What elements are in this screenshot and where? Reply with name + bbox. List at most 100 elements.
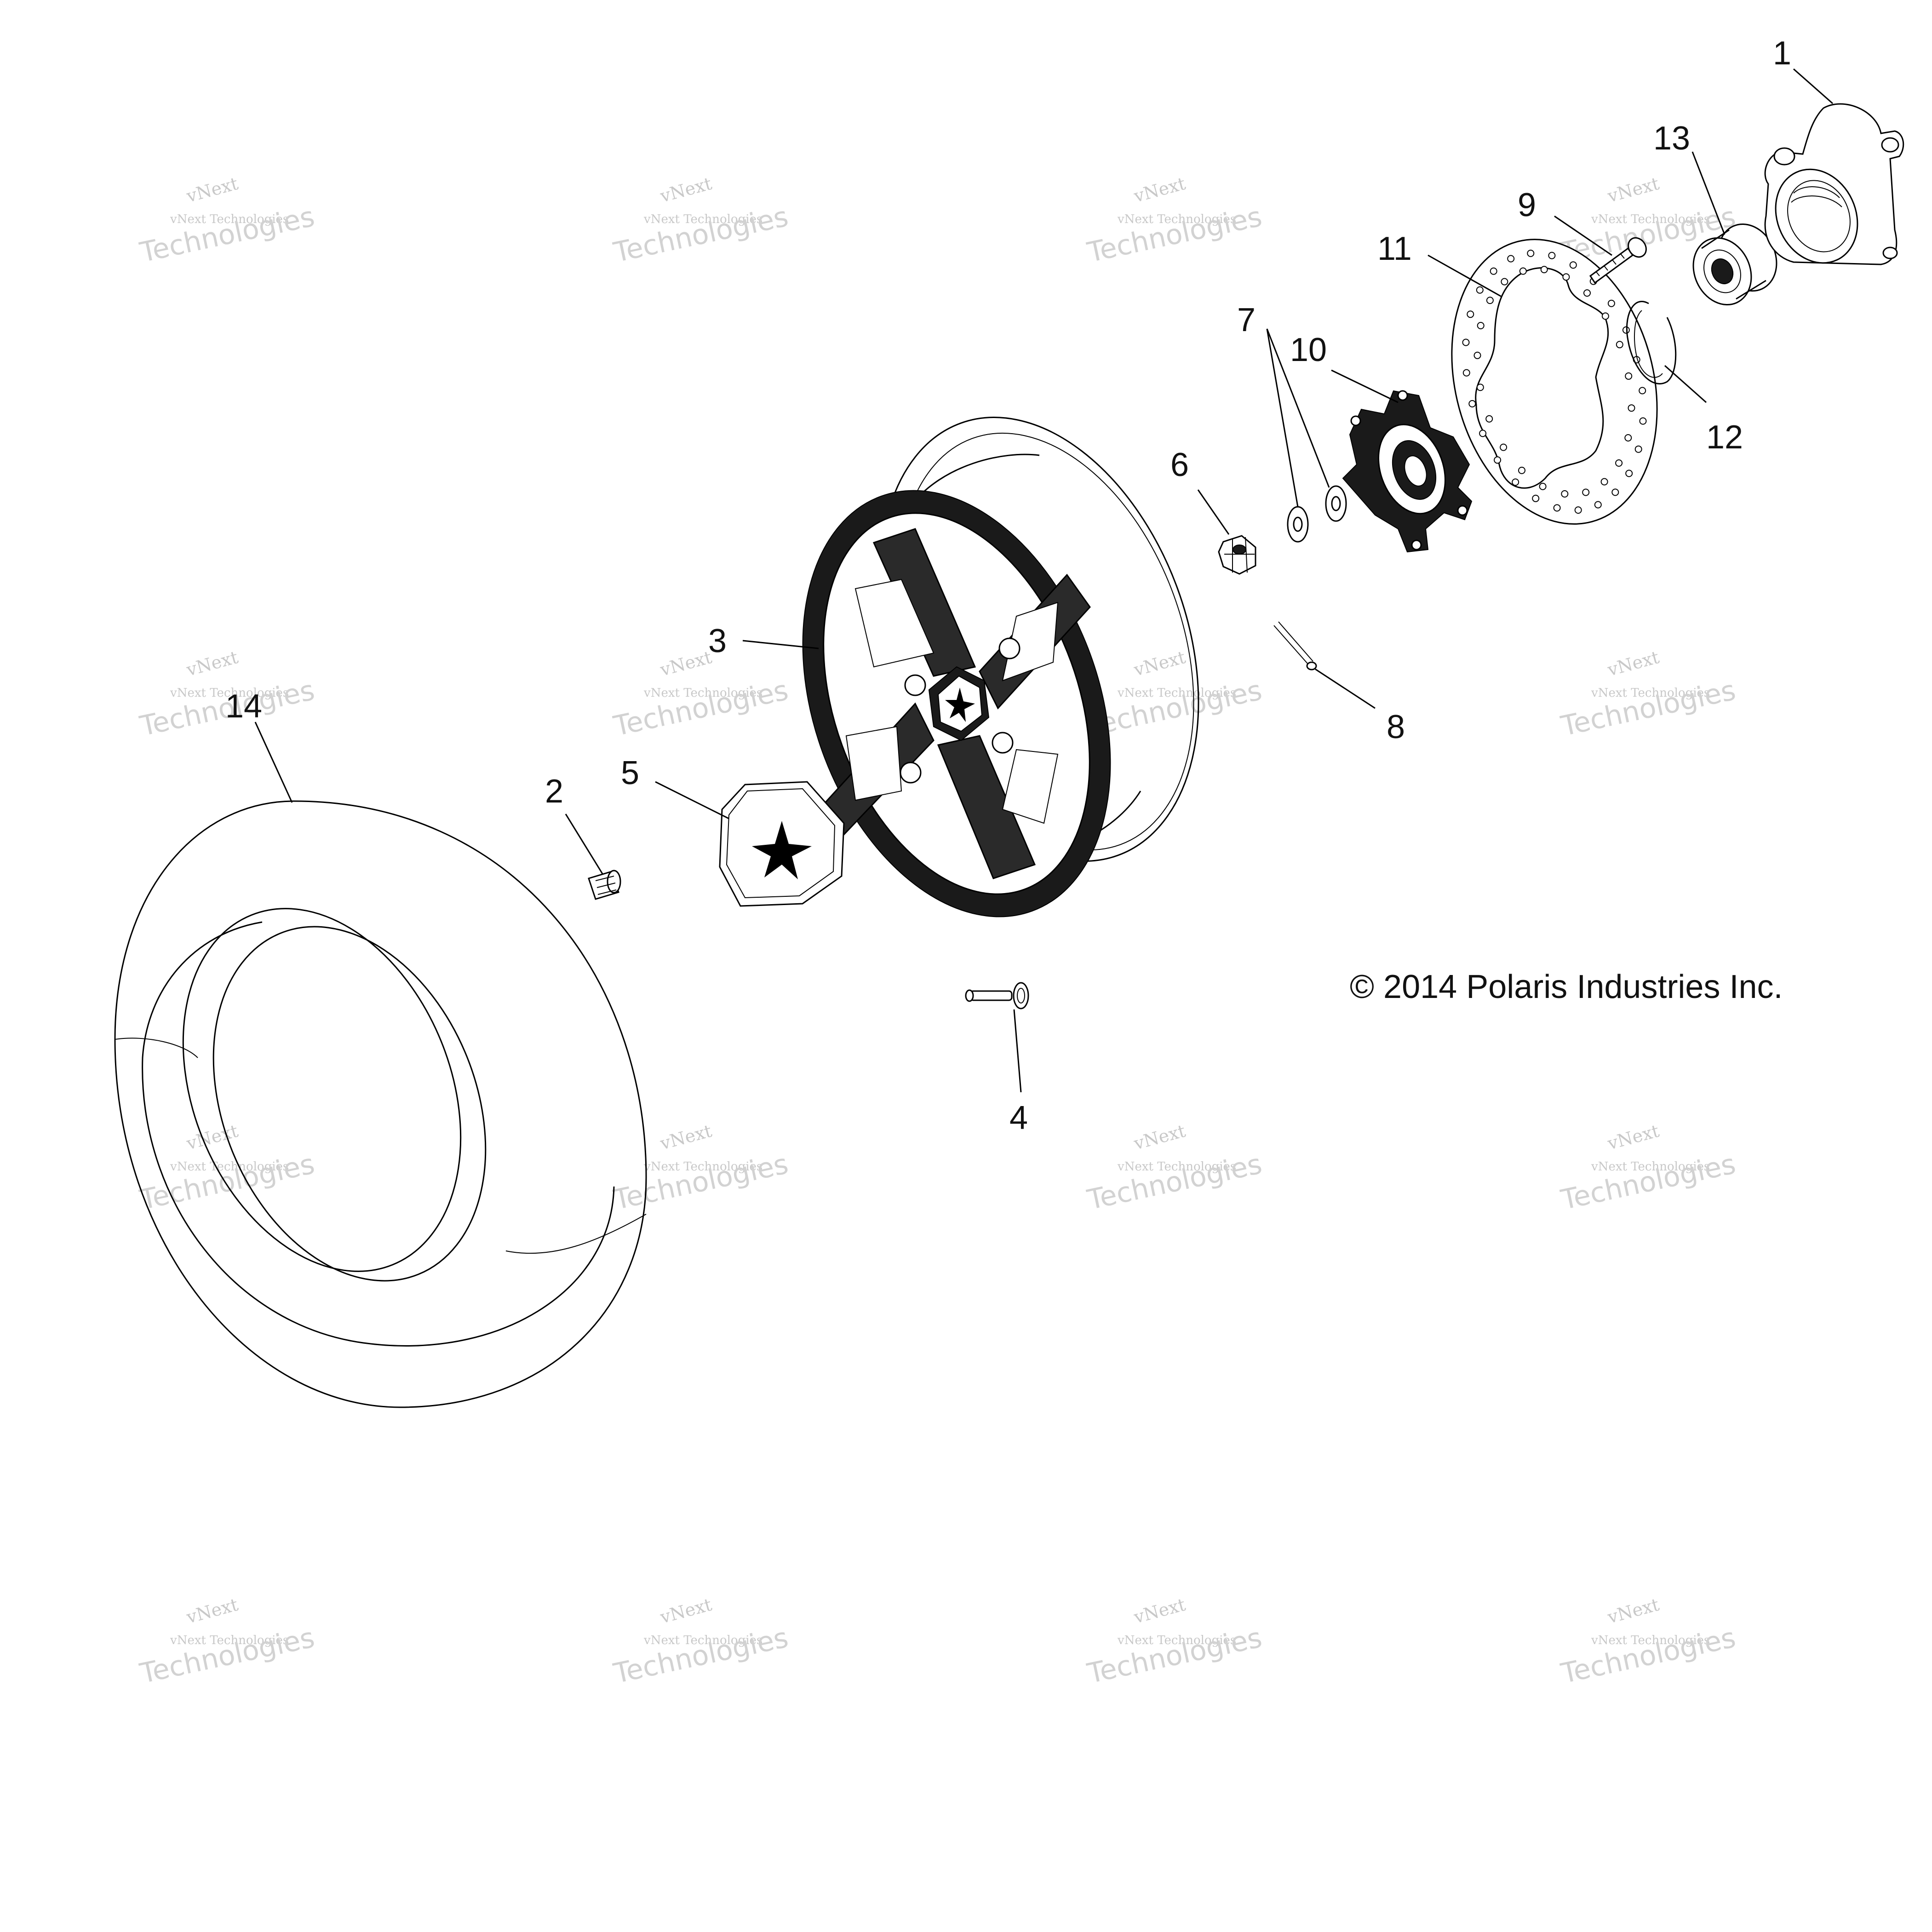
wheel-rim-3[interactable] [747,373,1256,960]
disc-vent-hole [1512,478,1519,486]
watermark-line3: Technologies [1558,674,1739,743]
watermark-line2: vNext Technologies [170,212,289,226]
watermark-line2: vNext Technologies [1591,686,1710,700]
watermark-line2: vNext Technologies [1117,686,1236,700]
watermark-line2: vNext Technologies [643,1160,762,1174]
watermark-line3: Technologies [1084,1148,1265,1216]
disc-vent-hole [1494,456,1502,464]
watermark-line3: Technologies [137,201,318,269]
disc-vent-hole [1582,488,1590,496]
disc-vent-hole [1594,501,1602,509]
lug-nut-2[interactable] [588,870,621,900]
watermark-line1: vNext [658,173,714,206]
steering-knuckle-1[interactable] [1761,103,1904,276]
watermark-line2: vNext Technologies [170,686,289,700]
watermark-line3: Technologies [137,1622,318,1690]
copyright-notice: © 2014 Polaris Industries Inc. [1350,969,1783,1005]
watermark-line3: Technologies [1558,1148,1739,1216]
watermark-line3: Technologies [1558,1622,1739,1690]
disc-vent-hole [1600,478,1608,486]
disc-vent-hole [1625,372,1633,380]
watermark-line2: vNext Technologies [1117,1160,1236,1174]
watermark-line3: Technologies [611,1148,791,1216]
disc-vent-hole [1583,289,1591,297]
watermark-line1: vNext [1605,647,1661,680]
disc-vent-hole [1462,369,1470,377]
watermark-line1: vNext [1131,1594,1187,1628]
callout-6: 6 [1170,447,1189,483]
disc-vent-hole [1548,252,1556,259]
watermark-line1: vNext [1131,1121,1187,1154]
watermark-line1: vNext [1131,647,1187,680]
watermark-line1: vNext [184,173,240,206]
watermark-line2: vNext Technologies [1117,1634,1236,1647]
retaining-ring-12[interactable] [1626,301,1677,384]
disc-vent-hole [1624,434,1632,441]
watermark-line3: Technologies [1084,1622,1265,1690]
watermark-line1: vNext [1605,1594,1661,1628]
disc-vent-hole [1622,326,1630,334]
watermark-line1: vNext [658,647,714,680]
disc-vent-hole [1467,310,1474,318]
disc-vent-hole [1518,466,1525,474]
disc-vent-hole [1562,273,1570,281]
disc-vent-hole [1462,338,1470,346]
watermark-line1: vNext [184,647,240,680]
disc-vent-hole [1616,341,1623,349]
disc-vent-hole [1476,384,1484,391]
disc-vent-hole [1477,322,1485,329]
watermark-line2: vNext Technologies [170,1160,289,1174]
disc-vent-hole [1485,415,1493,423]
center-cap-5[interactable] [719,781,845,907]
disc-vent-hole [1490,267,1497,275]
disc-vent-hole [1540,266,1548,274]
watermark-line3: Technologies [1084,201,1265,269]
disc-vent-hole [1561,490,1569,498]
wheel-bearing-13[interactable] [1683,215,1787,315]
callout-1: 1 [1773,35,1791,72]
watermark-line1: vNext [1131,173,1187,206]
wheel-hub-10[interactable] [1342,390,1473,553]
disc-vent-hole [1473,351,1481,359]
watermark-line2: vNext Technologies [170,1634,289,1647]
callout-4: 4 [1009,1100,1028,1136]
watermark-line1: vNext [1605,1121,1661,1154]
callout-3: 3 [708,623,727,659]
washers-7[interactable] [1287,485,1347,543]
callout-12: 12 [1706,419,1743,456]
castle-nut-6[interactable] [1218,535,1256,575]
callout-10: 10 [1290,332,1327,368]
disc-vent-hole [1611,488,1619,496]
valve-stem-4[interactable] [965,982,1029,1009]
watermark-line1: vNext [658,1594,714,1628]
disc-vent-hole [1486,297,1494,304]
callout-9: 9 [1518,187,1536,224]
cotter-pin-8[interactable] [1273,621,1317,671]
watermark-line1: vNext [184,1594,240,1628]
watermark-line3: Technologies [611,201,791,269]
disc-vent-hole [1569,261,1577,269]
disc-vent-hole [1553,504,1561,512]
tire-14[interactable] [114,800,647,1408]
disc-vent-hole [1476,286,1484,294]
callout-labels: 1 13 9 11 10 7 12 6 3 8 14 2 5 4 [225,35,1791,1136]
brake-disc-11[interactable] [1422,216,1687,547]
callout-14: 14 [225,688,262,725]
watermark-line2: vNext Technologies [643,212,762,226]
disc-bolt-9[interactable] [1589,235,1650,284]
disc-vent-hole [1574,506,1582,514]
disc-vent-hole [1615,459,1623,467]
disc-vent-hole [1527,249,1535,257]
